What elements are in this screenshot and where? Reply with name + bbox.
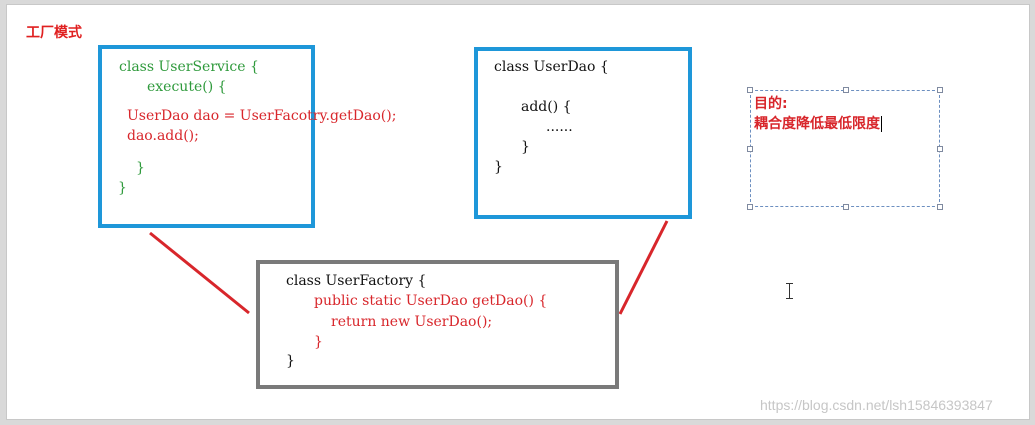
code-line: }: [314, 334, 323, 350]
code-line: execute() {: [147, 79, 227, 95]
code-line: ......: [546, 119, 573, 135]
slide-canvas: [6, 4, 1030, 420]
resize-handle[interactable]: [747, 146, 753, 152]
resize-handle[interactable]: [747, 87, 753, 93]
note-line: 目的:: [754, 96, 788, 112]
code-line: }: [286, 353, 295, 369]
code-line: return new UserDao();: [331, 314, 493, 330]
user-dao-box[interactable]: [474, 47, 692, 219]
code-line: }: [118, 180, 127, 196]
connector-dao-factory: [618, 220, 669, 315]
slide-title: 工厂模式: [26, 25, 82, 41]
code-line: add() {: [521, 99, 572, 115]
resize-handle[interactable]: [937, 146, 943, 152]
watermark: https://blog.csdn.net/lsh15846393847: [760, 397, 993, 413]
resize-handle[interactable]: [843, 87, 849, 93]
code-line: class UserFactory {: [286, 273, 427, 289]
text-caret: [881, 116, 882, 132]
connector-service-factory: [149, 231, 250, 315]
resize-handle[interactable]: [843, 204, 849, 210]
code-line: class UserDao {: [494, 59, 609, 75]
resize-handle[interactable]: [747, 204, 753, 210]
resize-handle[interactable]: [937, 204, 943, 210]
ibeam-cursor-icon: [786, 283, 793, 299]
code-line: class UserService {: [119, 59, 259, 75]
code-line: public static UserDao getDao() {: [314, 293, 548, 309]
code-line: UserDao dao = UserFacotry.getDao();: [127, 108, 397, 124]
note-line: 耦合度降低最低限度: [754, 116, 880, 132]
code-line: }: [521, 139, 530, 155]
note-text[interactable]: 目的: 耦合度降低最低限度: [754, 94, 882, 134]
user-factory-box[interactable]: [256, 260, 619, 389]
code-line: }: [494, 159, 503, 175]
code-line: dao.add();: [127, 128, 199, 144]
resize-handle[interactable]: [937, 87, 943, 93]
code-line: }: [136, 160, 145, 176]
user-service-box[interactable]: [98, 45, 315, 228]
